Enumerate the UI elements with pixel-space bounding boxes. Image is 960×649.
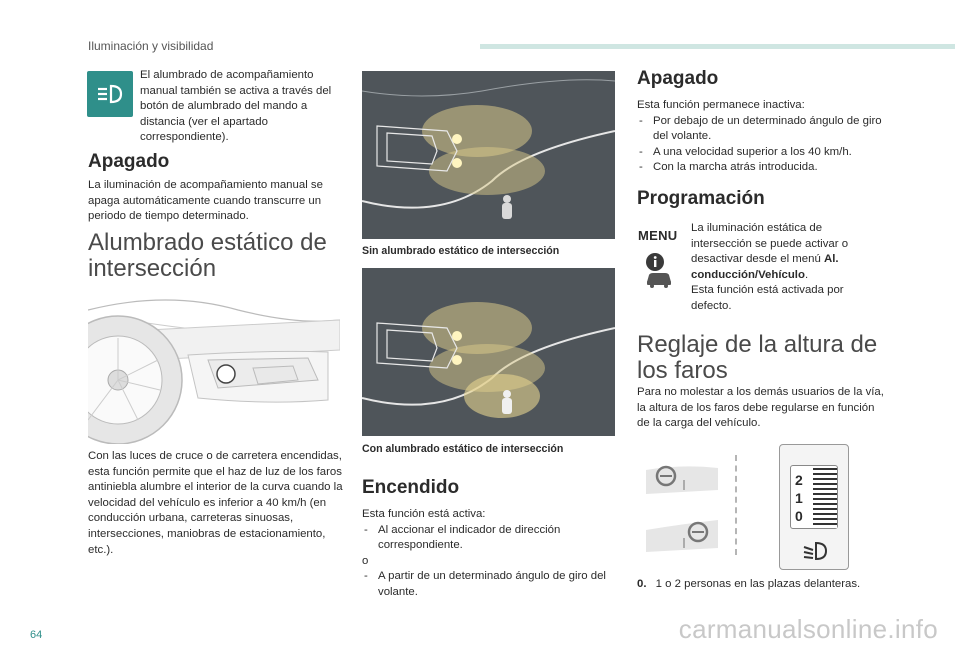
dial-label-0: 0 [795,508,803,524]
reglaje-text: Para no molestar a los demás usuarios de… [637,386,884,430]
apagado-item: A una velocidad superior a los 40 km/h. [637,145,887,161]
headlamp-icon [802,541,830,561]
encendido-or: o [362,554,369,567]
page-number: 64 [30,629,43,641]
info-car-icon [644,252,674,288]
encendido-intro: Esta función está activa: [362,508,486,520]
programacion-text-b: . [804,268,809,281]
car-level-illustration-1 [646,460,718,500]
caption-without: Sin alumbrado estático de intersección [362,245,560,257]
section-title: Iluminación y visibilidad [88,39,214,53]
intro-text: El alumbrado de acompañamiento manual ta… [140,69,332,144]
dial-label-1: 1 [795,490,803,506]
apagado-item: Con la marcha atrás introducida. [637,160,887,176]
encendido-item-2: A partir de un determinado ángulo de gir… [362,569,618,600]
diagram-with-static-light [361,268,616,436]
apagado-text-left: La iluminación de acompañamiento manual … [88,179,323,223]
static-text: Con las luces de cruce o de carretera en… [88,450,343,556]
header-bar [480,44,955,49]
legend-text: 1 o 2 personas en las plazas delanteras. [655,578,861,590]
programacion-text: La iluminación estática de intersección … [691,221,881,315]
apagado-body-right: Esta función permanece inactiva: Por deb… [637,98,887,176]
static-heading: Alumbrado estático de intersección [88,229,327,282]
headlamp-dial[interactable]: 2 1 0 [790,465,838,529]
dial-label-2: 2 [795,472,803,488]
car-front-illustration [53,280,341,445]
diagram-without-static-light [361,71,616,239]
encendido-item-1: Al accionar el indicador de dirección co… [362,523,618,554]
menu-path: Al. conducción/Vehículo [691,253,839,281]
apagado-intro-right: Esta función permanece inactiva: [637,99,805,111]
programacion-heading: Programación [637,188,765,209]
caption-with: Con alumbrado estático de intersección [362,443,564,455]
encendido-heading: Encendido [362,477,460,498]
apagado-heading-right: Apagado [637,68,719,89]
illustration-divider [735,455,737,555]
menu-label: MENU [638,228,678,243]
encendido-body: Esta función está activa: Al accionar el… [362,507,618,601]
headlamp-dial-panel: 2 1 0 [779,444,849,570]
reglaje-heading: Reglaje de la altura de los faros [637,331,878,384]
dial-knurl [813,468,837,528]
legend-0: 0. 1 o 2 personas en las plazas delanter… [637,577,907,593]
programacion-text-c: Esta función está activada por defecto. [691,284,844,312]
legend-num: 0. [637,578,647,590]
apagado-item: Por debajo de un determinado ángulo de g… [637,114,887,145]
watermark: carmanualsonline.info [678,614,938,644]
auto-light-icon [87,71,133,117]
programacion-text-a: La iluminación estática de intersección … [691,222,849,266]
apagado-heading-left: Apagado [88,151,170,172]
car-level-illustration-2 [646,518,718,558]
